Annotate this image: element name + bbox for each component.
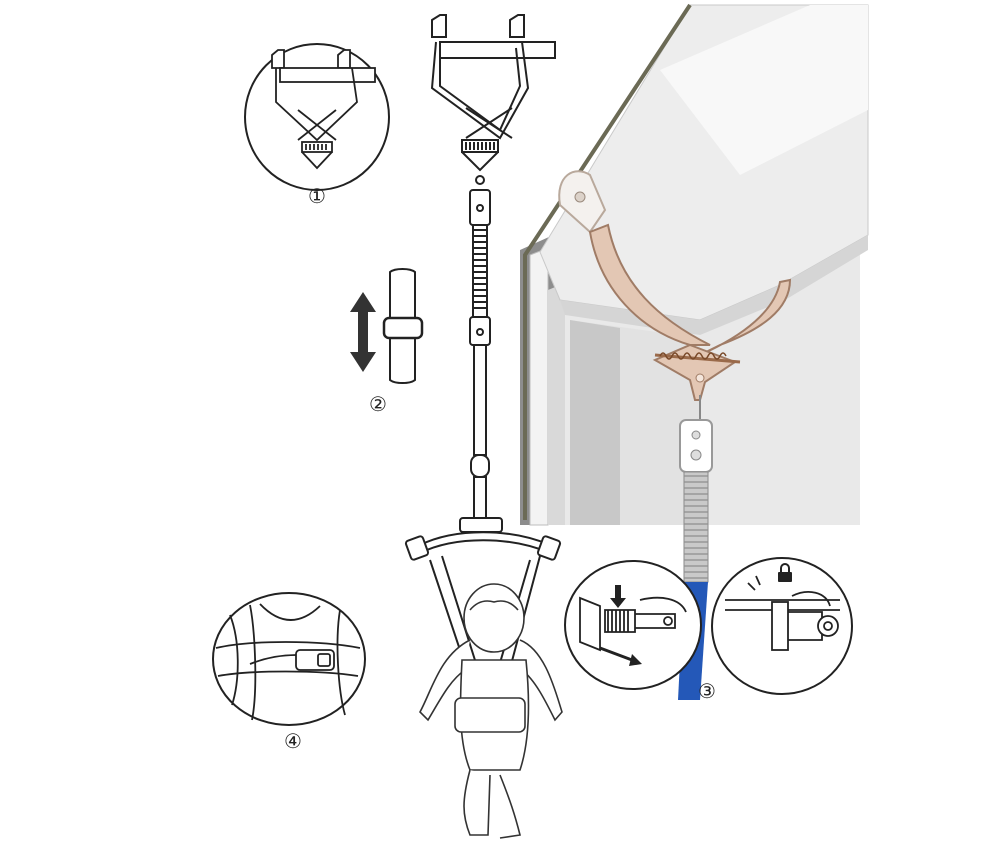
step-3-marker: ③ xyxy=(698,679,716,703)
detail-circle-3-push xyxy=(564,560,702,690)
detail-circle-3-locked: ③ xyxy=(698,557,853,703)
arrow-icon xyxy=(599,585,642,666)
step-1-marker: ① xyxy=(308,184,326,208)
baby-outline xyxy=(419,583,563,839)
lock-icon xyxy=(778,563,792,582)
door-frame-photo xyxy=(520,3,869,526)
jumper-main-drawing xyxy=(404,14,562,681)
step-4-marker: ④ xyxy=(284,729,302,753)
detail-strap-adjust: ② xyxy=(350,268,424,416)
detail-circle-1: ① xyxy=(244,43,390,208)
detail-circle-4: ④ xyxy=(212,592,366,753)
step-2-marker: ② xyxy=(369,392,387,416)
double-arrow-icon xyxy=(350,292,376,372)
